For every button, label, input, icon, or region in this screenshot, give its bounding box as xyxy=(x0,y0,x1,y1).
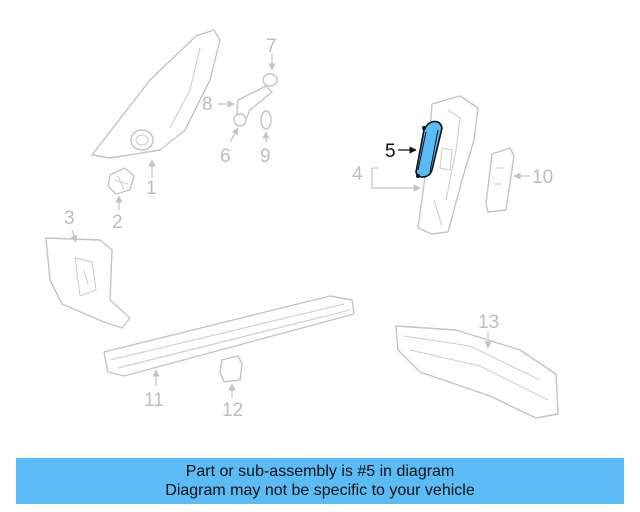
part-10-bracket: 10 xyxy=(485,147,553,213)
callout-7: 7 xyxy=(266,36,277,57)
banner-line-2: Diagram may not be specific to your vehi… xyxy=(165,482,475,499)
callout-1: 1 xyxy=(146,178,157,199)
part-6-clip: 6 xyxy=(220,113,247,167)
part-3-lower-panel: 3 xyxy=(45,208,131,329)
part-13-scuff-plate: 13 xyxy=(395,312,559,419)
callout-6: 6 xyxy=(220,146,231,167)
callout-3: 3 xyxy=(64,208,75,229)
callout-2: 2 xyxy=(112,212,123,233)
part-5-seal-highlighted[interactable]: 5 xyxy=(385,120,443,178)
part-12-clip: 12 xyxy=(219,355,243,421)
part-4-b-pillar-trim: 4 xyxy=(352,95,479,235)
callout-12: 12 xyxy=(222,400,243,421)
part-1-a-pillar-trim: 1 xyxy=(91,29,221,199)
part-7-bracket: 7 xyxy=(262,36,278,87)
callout-11: 11 xyxy=(144,390,164,411)
part-2-clip: 2 xyxy=(107,167,135,233)
callout-8: 8 xyxy=(202,94,213,115)
callout-13: 13 xyxy=(478,312,499,333)
parts-diagram: 1 2 3 7 8 6 9 4 xyxy=(45,29,559,421)
callout-10: 10 xyxy=(532,167,553,188)
part-9-clip: 9 xyxy=(260,110,272,167)
callout-4: 4 xyxy=(352,164,363,185)
info-banner: Part or sub-assembly is #5 in diagram Di… xyxy=(16,458,624,504)
banner-line-1: Part or sub-assembly is #5 in diagram xyxy=(185,463,455,480)
callout-9: 9 xyxy=(260,146,271,167)
part-11-sill-trim: 11 xyxy=(103,295,355,411)
callout-5: 5 xyxy=(385,141,396,162)
